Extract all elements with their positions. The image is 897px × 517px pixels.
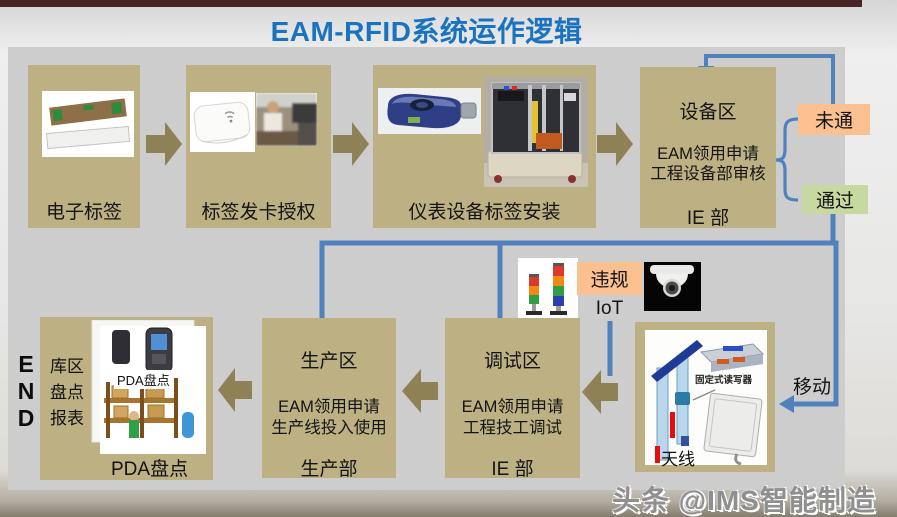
step-box-debug-area: 调试区 EAM领用申请 工程技工调试 IE 部	[445, 318, 580, 480]
fail-badge: 未通	[798, 104, 870, 135]
step-box-production-area: 生产区 EAM领用申请 生产线投入使用 生产部	[262, 318, 396, 480]
rfid-tags-illustration	[46, 98, 131, 150]
signal-tower-image	[518, 258, 578, 318]
step-box-equipment-area: 设备区 EAM领用申请 工程设备部审核 IE 部	[640, 67, 776, 229]
operator-photo	[256, 93, 317, 146]
iot-label-text: IoT	[595, 298, 624, 319]
operator-photo-illustration	[256, 93, 317, 146]
equipment-area-line3: 工程设备部审核	[650, 165, 766, 183]
rfid-gate-image	[645, 330, 767, 466]
step-box-electronic-tag: 电子标签	[28, 65, 140, 228]
inventory-box: 库区 盘点 报表	[40, 317, 213, 480]
rfid-tags-image	[42, 91, 134, 157]
page-title: EAM-RFID系统运作逻辑	[270, 16, 583, 47]
debug-area-title: 调试区	[483, 351, 541, 372]
machine-photo	[484, 77, 588, 187]
iot-label: IoT	[577, 295, 642, 323]
card-reader-illustration	[193, 101, 251, 144]
pass-badge-label: 通过	[815, 191, 854, 212]
white-tag	[46, 125, 131, 150]
production-area-line3: 生产线投入使用	[271, 419, 387, 437]
pda-caption: PDA盘点	[111, 459, 189, 480]
top-accent-bar	[0, 0, 862, 7]
equipment-area-line2: EAM领用申请	[657, 145, 759, 163]
production-area-dept: 生产部	[300, 459, 358, 480]
watermark: 头条 @IMS智能制造	[612, 485, 876, 516]
step-label-card-issue: 标签发卡授权	[201, 202, 316, 223]
warehouse-report-line1: 库区	[50, 357, 84, 376]
end-label: E N D	[13, 351, 39, 432]
warehouse-report-label: 库区 盘点 报表	[50, 354, 84, 432]
rfid-gate-illustration	[645, 330, 767, 466]
debug-area-dept: IE 部	[491, 459, 534, 480]
card-reader-image	[190, 92, 255, 152]
pda-warehouse-illustration	[91, 319, 206, 454]
end-letter-e: E	[18, 351, 34, 377]
move-label: 移动	[793, 377, 832, 398]
signal-tower-illustration	[518, 258, 578, 318]
dome-camera-illustration	[644, 262, 701, 311]
equipment-area-dept: IE 部	[686, 208, 730, 229]
production-area-line2: EAM领用申请	[278, 398, 380, 416]
pass-badge: 通过	[802, 185, 868, 214]
violation-badge: 违规	[577, 262, 642, 295]
debug-area-line3: 工程技工调试	[463, 419, 562, 437]
debug-area-line2: EAM领用申请	[461, 398, 564, 416]
warehouse-report-line3: 报表	[50, 409, 84, 428]
violation-badge-label: 违规	[590, 270, 629, 291]
machine-photo-illustration	[484, 77, 588, 187]
fail-badge-label: 未通	[814, 111, 853, 132]
step-box-card-issue: 标签发卡授权	[186, 65, 331, 228]
pda-warehouse-image: PDA盘点	[90, 319, 208, 454]
brown-tag	[49, 98, 127, 126]
camera-image	[644, 262, 701, 311]
fixed-reader-label: 固定式读写器	[695, 375, 753, 386]
step-label-electronic-tag: 电子标签	[45, 202, 122, 223]
warehouse-report-line2: 盘点	[50, 383, 84, 402]
production-area-title: 生产区	[300, 351, 358, 372]
pda-inner-label: PDA盘点	[114, 370, 173, 389]
step-label-tag-install: 仪表设备标签安装	[408, 202, 561, 223]
equipment-area-title: 设备区	[679, 102, 737, 123]
end-letter-n: N	[17, 378, 35, 404]
antenna-label: 天线	[661, 450, 695, 469]
handheld-reader-illustration	[378, 88, 481, 134]
handheld-reader-image	[378, 88, 481, 134]
end-letter-d: D	[17, 405, 35, 431]
rfid-gate-box: 固定式读写器 天线	[635, 322, 775, 472]
step-box-tag-install: 仪表设备标签安装	[373, 65, 596, 228]
